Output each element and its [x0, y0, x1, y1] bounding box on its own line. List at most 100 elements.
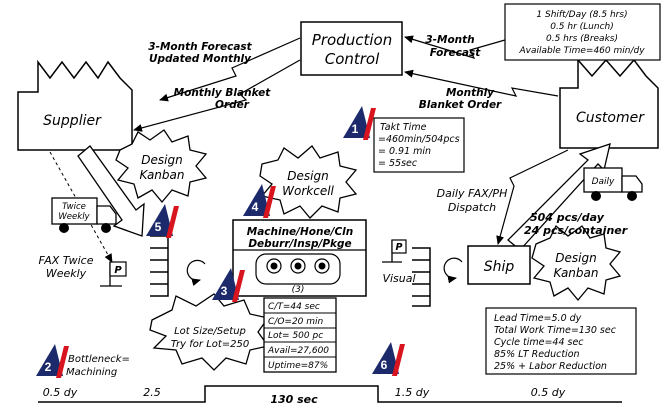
summary-line-1: Lead Time=5.0 dy — [494, 313, 582, 324]
marker-6: 6 — [372, 342, 405, 376]
kanban-post-right-letter: P — [396, 242, 403, 253]
supplier-label: Supplier — [43, 113, 102, 129]
customer-note-1: 1 Shift/Day (8.5 hrs) — [536, 10, 627, 20]
takt-line-1: Takt Time — [380, 122, 427, 133]
pull-arrow-right-icon — [443, 257, 463, 284]
marker-4: 4 — [243, 184, 276, 218]
blanket-right-line-1: Monthly — [446, 87, 495, 99]
marker-3: 3 — [212, 268, 245, 302]
ship-label: Ship — [484, 259, 515, 275]
blanket-left-line-2: Order — [215, 99, 250, 111]
forecast-left-line-2: Updated Monthly — [149, 53, 252, 65]
bottleneck-line-1: Bottleneck= — [68, 354, 130, 365]
process-avail: Avail=27,600 — [267, 346, 329, 356]
customer-note-2: 0.5 hr (Lunch) — [550, 22, 614, 32]
design-kanban-right-line-2: Kanban — [554, 266, 599, 280]
operator-icons — [266, 258, 330, 274]
marker-4-number: 4 — [252, 200, 259, 214]
marker-1: 1 — [343, 106, 376, 140]
blanket-left-flow: Monthly Blanket Order — [133, 59, 301, 132]
customer-notes-box: 1 Shift/Day (8.5 hrs) 0.5 hr (Lunch) 0.5… — [504, 3, 661, 61]
takt-time-box: Takt Time =460min/504pcs = 0.91 min = 55… — [373, 117, 465, 173]
ship-box: Ship — [467, 245, 531, 285]
timeline-ladder — [38, 385, 622, 403]
summary-line-3: Cycle time=44 sec — [494, 337, 584, 348]
timeline-t2: 2.5 — [143, 386, 161, 399]
summary-line-5: 25% + Labor Reduction — [494, 361, 607, 372]
takt-line-4: = 55sec — [378, 158, 418, 169]
daily-fax-line-2: Dispatch — [448, 201, 496, 214]
demand-line-2: 24 pcs/container — [524, 224, 628, 237]
truck-right-label: Daily — [592, 177, 615, 187]
truck-left-line-1: Twice — [62, 202, 86, 212]
marker-5: 5 — [146, 204, 179, 238]
customer-label: Customer — [576, 110, 645, 126]
kanban-post-left-icon: P — [100, 261, 127, 287]
process-co: C/O=20 min — [268, 317, 324, 327]
supermarket-left-icon — [150, 235, 169, 297]
production-control-box: Production Control — [300, 21, 403, 76]
process-lot: Lot= 500 pc — [268, 331, 323, 341]
blanket-right-line-2: Blanket Order — [419, 99, 502, 111]
design-kanban-right-line-1: Design — [555, 251, 596, 265]
production-control-label-1: Production — [312, 31, 392, 49]
process-ct: C/T=44 sec — [268, 302, 320, 312]
kanban-post-right-icon: P — [382, 239, 407, 263]
process-box: Machine/Hone/Cln Deburr/Insp/Pkge (3) — [232, 219, 367, 297]
marker-1-number: 1 — [352, 122, 359, 136]
design-kanban-left-line-2: Kanban — [140, 168, 185, 182]
kaizen-burst-design-workcell: Design Workcell — [259, 145, 358, 219]
bottleneck-line-2: Machining — [66, 367, 117, 378]
forecast-left-flow: 3-Month Forecast Updated Monthly — [148, 37, 301, 102]
supplier-factory-icon: Supplier — [17, 59, 133, 151]
fax-twice-line-2: Weekly — [46, 267, 87, 280]
production-control-label-2: Control — [325, 50, 380, 68]
marker-6-number: 6 — [381, 358, 388, 372]
summary-line-4: 85% LT Reduction — [494, 349, 580, 360]
forecast-right-line-2: Forecast — [430, 47, 481, 59]
takt-line-3: = 0.91 min — [378, 146, 431, 157]
timeline-t4: 1.5 dy — [395, 386, 430, 399]
forecast-right-line-1: 3-Month — [425, 34, 474, 46]
kaizen-burst-design-kanban-left: Design Kanban — [115, 129, 208, 204]
customer-factory-icon: Customer — [559, 58, 659, 149]
process-data-box: C/T=44 sec C/O=20 min Lot= 500 pc Avail=… — [263, 297, 337, 373]
operator-count: (3) — [292, 285, 305, 295]
customer-note-4: Available Time=460 min/dy — [518, 46, 645, 56]
kanban-post-left-letter: P — [114, 265, 122, 276]
supplier-shipment-arrow — [77, 145, 145, 237]
supermarket-right-icon — [412, 247, 431, 307]
daily-fax-flow: Daily FAX/PH Dispatch — [437, 149, 569, 245]
summary-box: Lead Time=5.0 dy Total Work Time=130 sec… — [485, 307, 637, 375]
design-kanban-left-line-1: Design — [141, 153, 182, 167]
forecast-left-line-1: 3-Month Forecast — [148, 41, 252, 53]
kaizen-burst-design-kanban-right: Design Kanban — [531, 224, 622, 302]
pull-arrow-left-icon — [186, 259, 206, 287]
fax-twice-line-1: FAX Twice — [39, 254, 94, 267]
blanket-left-line-1: Monthly Blanket — [174, 87, 272, 99]
process-name-line-1: Machine/Hone/Cln — [247, 226, 353, 238]
process-uptime: Uptime=87% — [268, 361, 328, 371]
timeline-t5: 0.5 dy — [531, 386, 566, 399]
marker-2-number: 2 — [45, 360, 52, 374]
kaizen-burst-lot-size: Lot Size/Setup Try for Lot=250 — [149, 293, 270, 371]
marker-3-number: 3 — [221, 284, 228, 298]
design-workcell-line-2: Workcell — [282, 184, 334, 198]
demand-line-1: 504 pcs/day — [530, 211, 605, 224]
marker-2: 2 — [36, 344, 69, 378]
blanket-right-flow: Monthly Blanket Order — [404, 69, 559, 111]
design-workcell-line-1: Design — [287, 169, 328, 183]
process-name-line-2: Deburr/Insp/Pkge — [248, 238, 351, 250]
timeline-t3: 130 sec — [270, 393, 318, 406]
truck-left-line-2: Weekly — [58, 212, 90, 222]
customer-note-3: 0.5 hrs (Breaks) — [546, 34, 618, 44]
visual-label: Visual — [382, 272, 415, 285]
daily-fax-line-1: Daily FAX/PH — [437, 187, 508, 200]
takt-line-2: =460min/504pcs — [378, 134, 460, 145]
lot-size-line-1: Lot Size/Setup — [174, 326, 246, 337]
marker-5-number: 5 — [155, 220, 162, 234]
timeline-t1: 0.5 dy — [43, 386, 78, 399]
truck-right-icon: Daily — [583, 167, 643, 201]
forecast-right-flow: 3-Month Forecast — [404, 34, 506, 59]
